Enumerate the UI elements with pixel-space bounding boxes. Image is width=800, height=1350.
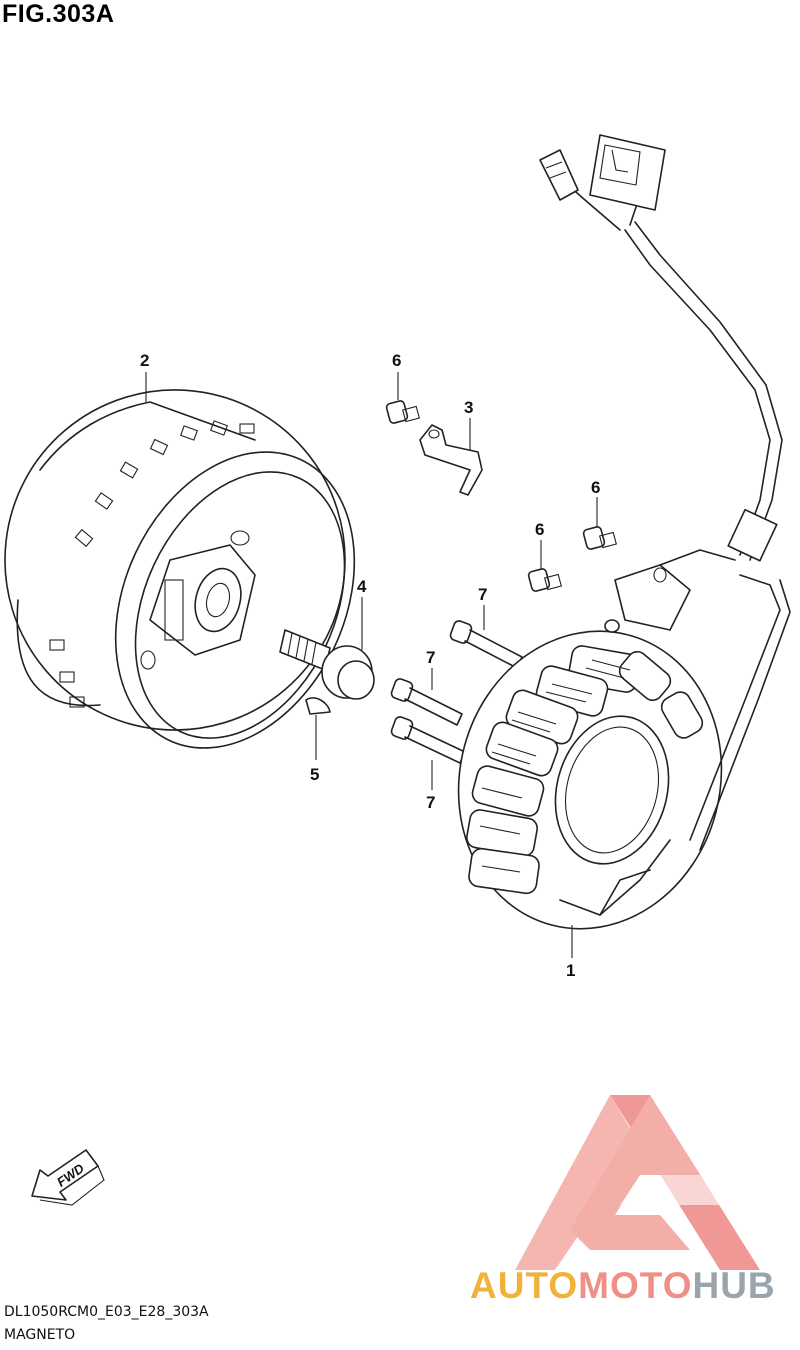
rotor-bolt — [279, 629, 375, 700]
leader-lines — [145, 372, 598, 958]
fwd-arrow-icon: FWD — [31, 1149, 105, 1206]
callout-7-top: 7 — [478, 585, 487, 604]
callout-6-mid: 6 — [535, 520, 544, 539]
callout-7-bottom: 7 — [426, 793, 435, 812]
watermark-moto: MOTO — [578, 1265, 692, 1306]
watermark-logo-icon — [515, 1095, 760, 1270]
figure-title: FIG.303A — [2, 0, 115, 28]
callout-5: 5 — [310, 765, 319, 784]
callout-1: 1 — [566, 961, 575, 980]
svg-text:AUTOMOTOHUB: AUTOMOTOHUB — [470, 1265, 776, 1306]
screw-6-mid — [527, 568, 562, 592]
screw-7-mid — [390, 678, 463, 726]
callout-4: 4 — [357, 577, 367, 596]
woodruff-key — [305, 697, 331, 715]
stator-assembly — [457, 134, 791, 930]
callout-6-top: 6 — [392, 351, 401, 370]
section-label: MAGNETO — [4, 1327, 76, 1343]
callout-2: 2 — [140, 351, 149, 370]
callout-3: 3 — [464, 398, 473, 417]
rotor-flywheel — [4, 389, 356, 749]
callout-6-right: 6 — [591, 478, 600, 497]
watermark-hub: HUB — [692, 1265, 775, 1306]
bracket — [419, 424, 483, 496]
callout-7-mid: 7 — [426, 648, 435, 667]
watermark-auto: AUTO — [470, 1265, 578, 1306]
diagram-code: DL1050RCM0_E03_E28_303A — [4, 1304, 209, 1320]
screw-7-top — [449, 620, 523, 669]
screw-6-top — [385, 400, 420, 424]
screw-6-right — [582, 526, 617, 550]
